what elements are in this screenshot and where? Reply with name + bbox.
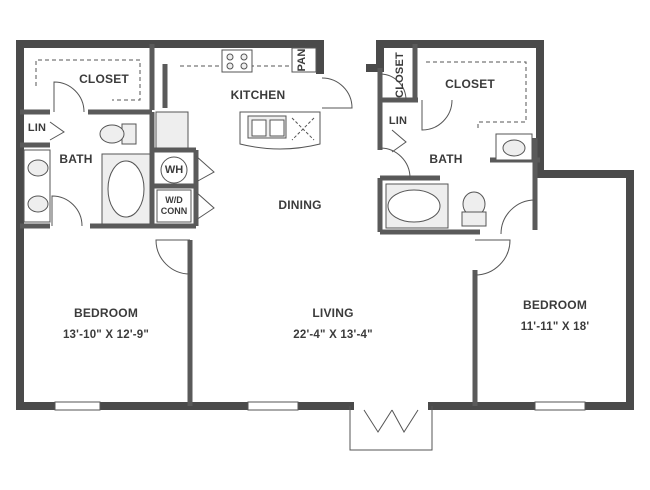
- label-wd-line2: CONN: [160, 206, 188, 216]
- closet-shelves: [35, 59, 527, 130]
- label-bedroom-left: BEDROOM: [73, 306, 139, 320]
- label-closet-left: CLOSET: [79, 72, 129, 86]
- fixtures: [23, 47, 533, 229]
- label-closet-vertical: CLOSET: [394, 52, 406, 98]
- windows: [54, 401, 586, 411]
- label-closet-right: CLOSET: [445, 77, 495, 91]
- label-dining: DINING: [278, 198, 322, 212]
- label-bedroom-right-dims: 11'-11" X 18': [520, 321, 590, 333]
- label-lin-right: LIN: [388, 115, 408, 127]
- label-living: LIVING: [312, 306, 354, 320]
- label-bedroom-right: BEDROOM: [522, 298, 588, 312]
- water-heater: [160, 156, 188, 184]
- label-bath-left: BATH: [59, 152, 93, 166]
- label-wd-line1: W/D: [165, 195, 183, 205]
- doors: [49, 73, 536, 451]
- label-lin-left: LIN: [27, 122, 47, 134]
- label-water-heater: WH: [164, 164, 184, 176]
- label-pan: PAN: [296, 48, 308, 72]
- label-kitchen: KITCHEN: [230, 88, 286, 102]
- label-living-dims: 22'-4" X 13'-4": [293, 329, 373, 341]
- washer-dryer-connection: [156, 189, 192, 223]
- interior-walls: [20, 44, 540, 406]
- label-bath-right: BATH: [429, 152, 463, 166]
- label-bedroom-left-dims: 13'-10" X 12'-9": [62, 329, 150, 341]
